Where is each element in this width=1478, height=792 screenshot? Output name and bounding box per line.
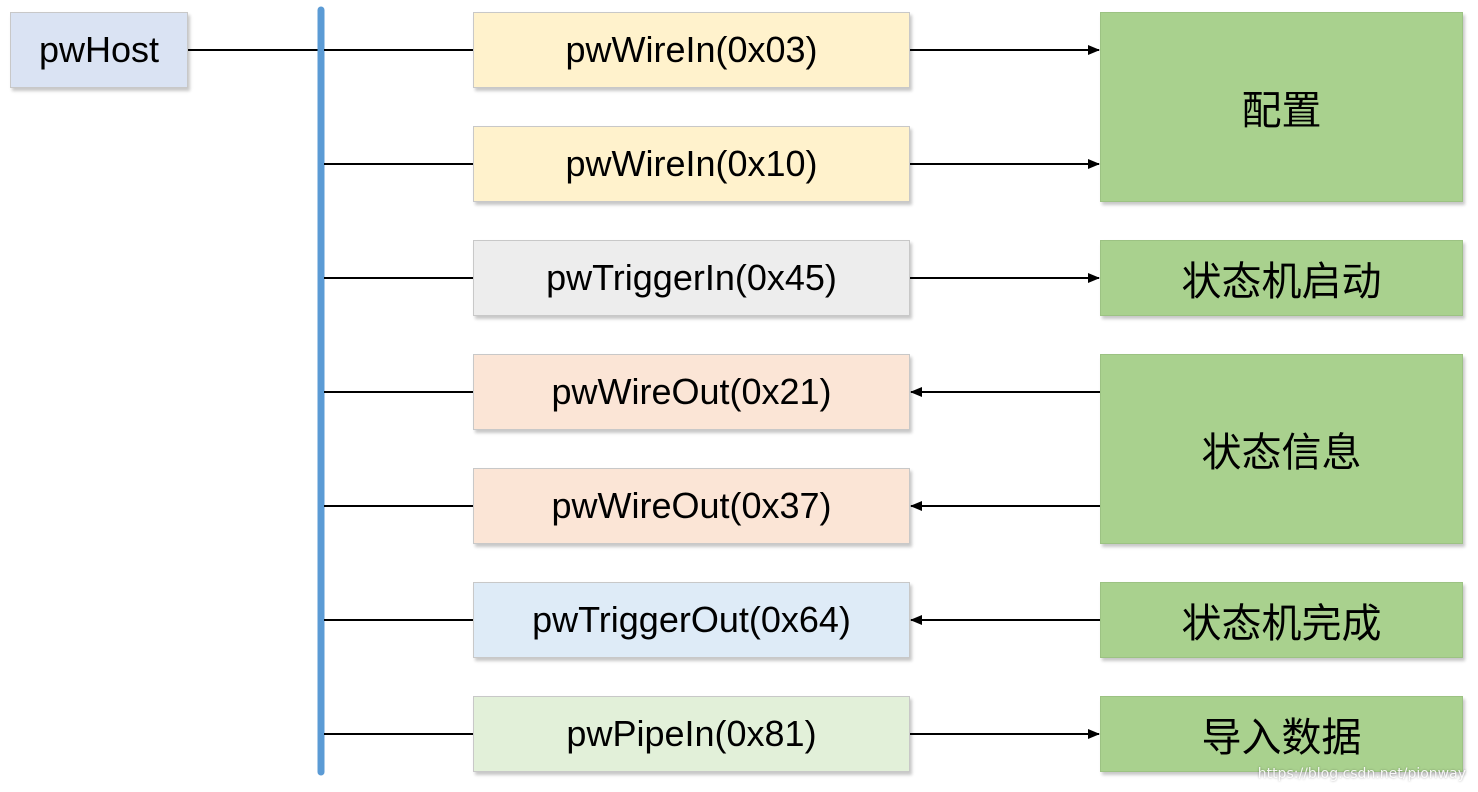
function-state-machine-start: 状态机启动: [1100, 240, 1463, 316]
endpoint-triggerin-45: pwTriggerIn(0x45): [473, 240, 910, 316]
endpoint-wireout-21: pwWireOut(0x21): [473, 354, 910, 430]
function-label: 状态机完成: [1181, 601, 1382, 647]
function-label: 状态机启动: [1181, 259, 1382, 305]
host-box: pwHost: [10, 12, 188, 88]
endpoint-label: pwWireIn(0x03): [565, 29, 818, 70]
function-state-machine-done: 状态机完成: [1100, 582, 1463, 658]
function-status-info: 状态信息: [1100, 354, 1463, 544]
endpoint-label: pwWireIn(0x10): [565, 143, 818, 184]
endpoint-pipein-81: pwPipeIn(0x81): [473, 696, 910, 772]
endpoint-label: pwWireOut(0x37): [551, 485, 832, 526]
function-label: 配置: [1241, 88, 1322, 134]
endpoint-label: pwTriggerIn(0x45): [546, 257, 837, 298]
endpoint-wireout-37: pwWireOut(0x37): [473, 468, 910, 544]
endpoint-label: pwPipeIn(0x81): [566, 713, 817, 754]
watermark: https://blog.csdn.net/pionway: [1257, 766, 1466, 782]
function-config: 配置: [1100, 12, 1463, 202]
endpoint-label: pwTriggerOut(0x64): [532, 599, 851, 640]
endpoint-wirein-03: pwWireIn(0x03): [473, 12, 910, 88]
endpoint-triggerout-64: pwTriggerOut(0x64): [473, 582, 910, 658]
function-label: 状态信息: [1201, 430, 1362, 476]
host-label: pwHost: [38, 29, 160, 70]
endpoint-label: pwWireOut(0x21): [551, 371, 832, 412]
function-import-data: 导入数据: [1100, 696, 1463, 772]
endpoint-wirein-10: pwWireIn(0x10): [473, 126, 910, 202]
function-label: 导入数据: [1201, 715, 1362, 761]
